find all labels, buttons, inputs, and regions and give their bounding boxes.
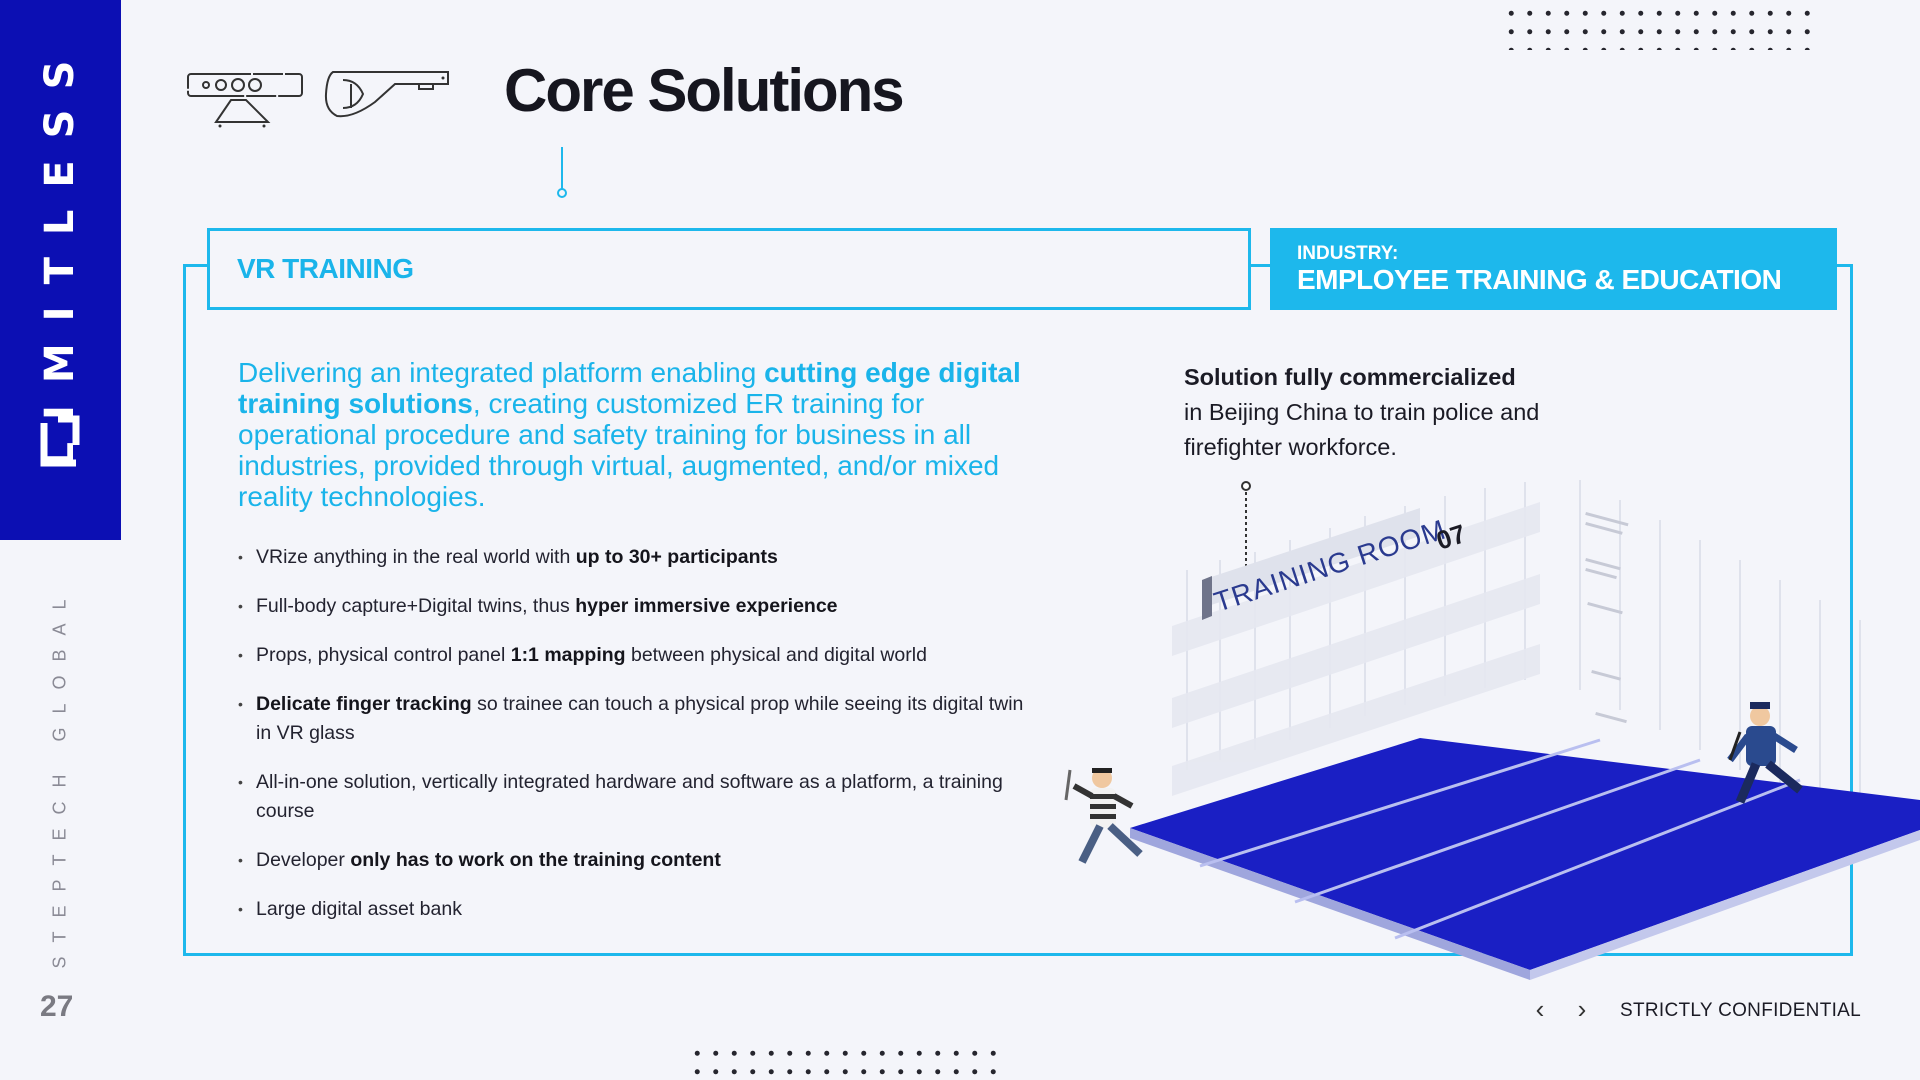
next-slide-button[interactable]: › [1577,994,1587,1024]
page-number: 27 [40,990,74,1023]
decorative-dot-grid-bottom [688,1044,996,1078]
feature-item: Full-body capture+Digital twins, thus hy… [238,592,1028,621]
limitless-logo-icon [40,415,80,467]
depth-camera-icon [187,73,303,128]
brand-name: LIMITLESS [37,38,83,468]
feature-item: Developer only has to work on the traini… [238,846,1028,875]
section-title: VR TRAINING [237,253,414,284]
industry-label: INDUSTRY: [1297,243,1399,264]
feature-item: Props, physical control panel 1:1 mappin… [238,641,1028,670]
feature-list: VRize anything in the real world with up… [238,543,1028,924]
police-figure [1727,702,1803,804]
intro-paragraph: Delivering an integrated platform enabli… [238,357,1058,512]
solution-note: Solution fully commercialized in Beijing… [1184,360,1604,465]
industry-value: EMPLOYEE TRAINING & EDUCATION [1297,264,1782,295]
page-title: Core Solutions [504,57,905,124]
thief-figure [1064,768,1143,864]
feature-item: Large digital asset bank [238,895,1028,924]
training-room-illustration: TRAINING ROOM 07 [1064,480,1920,980]
solution-highlight: Solution fully commercialized [1184,364,1516,390]
intro-highlight: cutting edge digital training solutions [238,357,1021,419]
intro-text: Delivering an integrated platform enabli… [238,357,765,388]
feature-item: All-in-one solution, vertically integrat… [238,768,1028,826]
vr-headset-icon [324,71,449,118]
brand-band [0,0,121,540]
decorative-dot-grid [1502,4,1812,50]
feature-item: Delicate finger tracking so trainee can … [238,690,1028,748]
confidential-label: STRICTLY CONFIDENTIAL [1620,1000,1862,1021]
intro-text-rest: , creating customized ER training for op… [238,388,1000,512]
feature-item: VRize anything in the real world with up… [238,543,1028,572]
prev-slide-button[interactable]: ‹ [1535,994,1545,1024]
solution-text: in Beijing China to train police and fir… [1184,399,1540,460]
company-name: STEPTECH GLOBAL [49,585,70,969]
connector-pin-icon [557,147,567,198]
industry-badge: INDUSTRY: EMPLOYEE TRAINING & EDUCATION [1270,228,1837,310]
section-header: VR TRAINING [207,228,1251,310]
